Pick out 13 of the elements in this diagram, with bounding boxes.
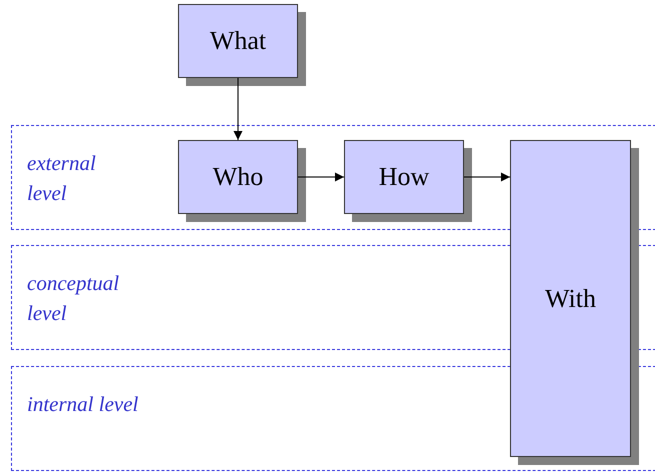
- level-band: [11, 366, 655, 471]
- arrow: [234, 78, 242, 140]
- box-label: With: [545, 284, 596, 314]
- level-label: internal level: [27, 391, 139, 418]
- level-label: external level: [27, 150, 97, 207]
- box-label: What: [210, 26, 266, 56]
- arrow: [298, 172, 344, 182]
- arrow: [464, 172, 510, 182]
- box-label: Who: [212, 162, 264, 192]
- box-label: How: [378, 162, 430, 192]
- level-band: [11, 245, 655, 350]
- level-band: [11, 125, 655, 230]
- level-label: conceptual level: [27, 270, 120, 327]
